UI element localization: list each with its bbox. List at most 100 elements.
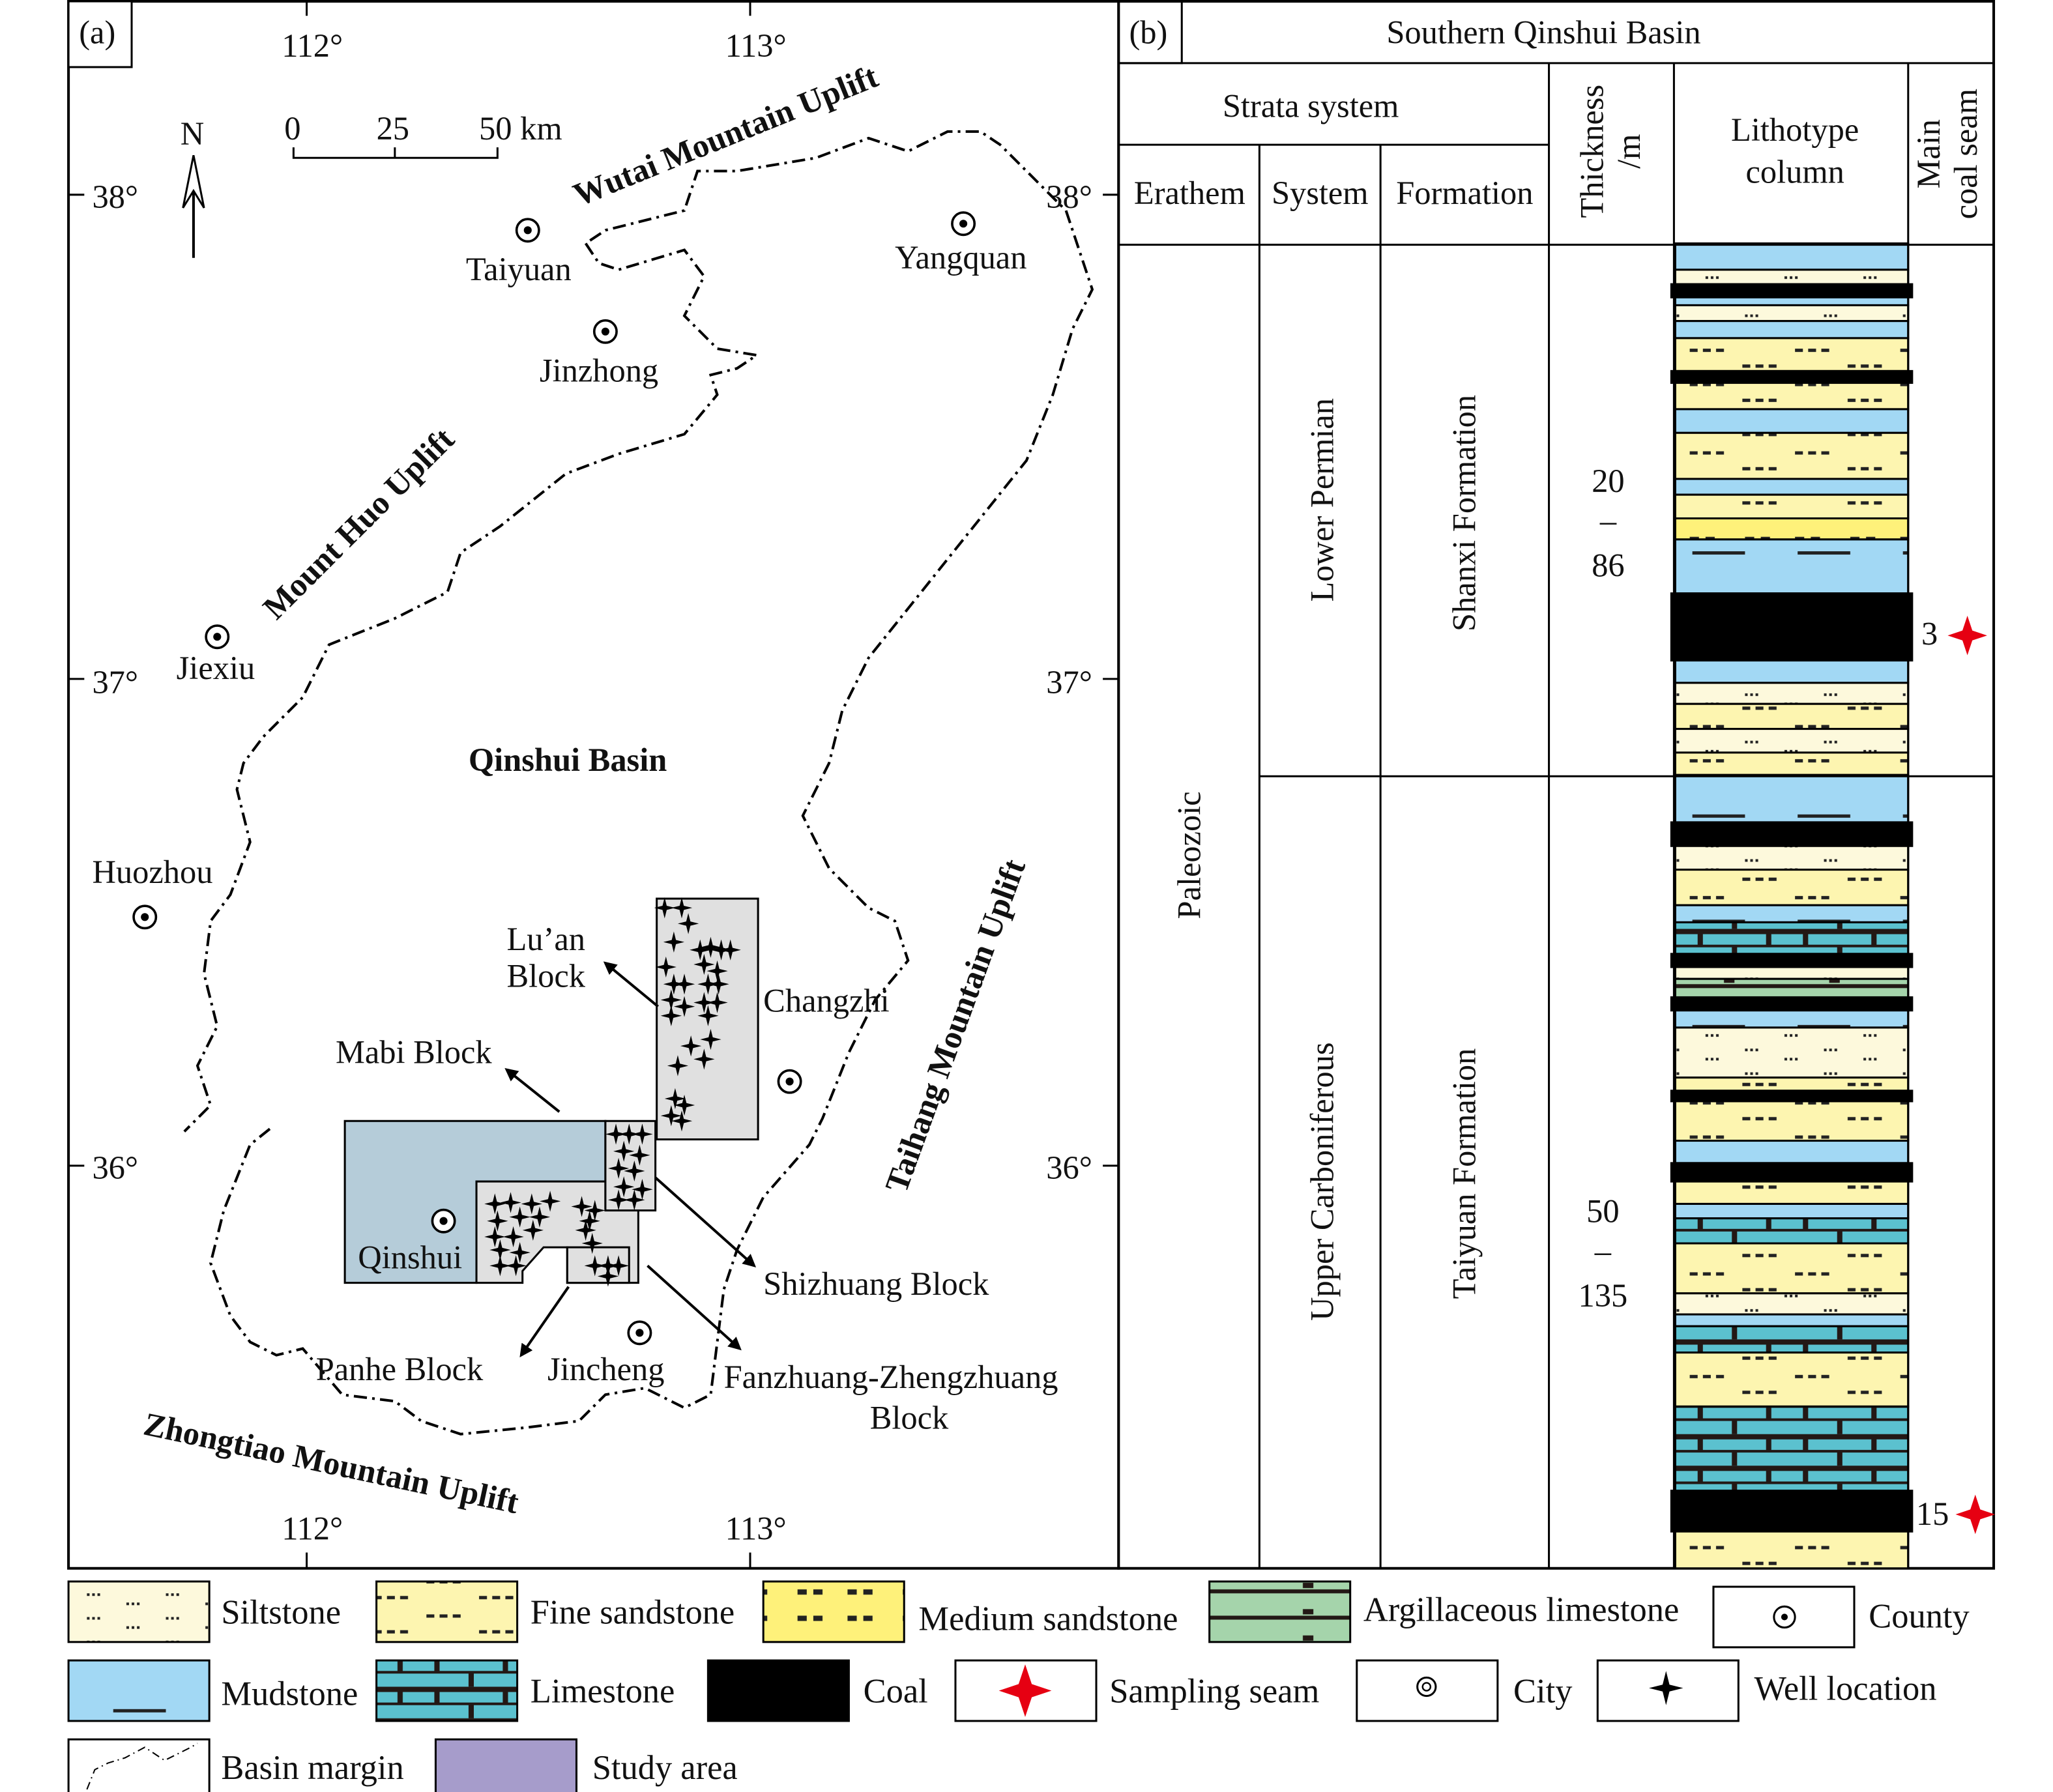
block-arrows bbox=[504, 961, 757, 1357]
legend-fine-sandstone-swatch bbox=[375, 1580, 519, 1643]
panel-a-label: (a) bbox=[79, 14, 115, 51]
panel-b-title: Southern Qinshui Basin bbox=[1386, 14, 1700, 51]
city-marker-jincheng-icon bbox=[627, 1320, 652, 1346]
legend-mudstone-label: Mudstone bbox=[221, 1675, 358, 1713]
lon-tick-top-112: 112° bbox=[282, 27, 343, 64]
basin-margin-line bbox=[183, 130, 1094, 1436]
taiyuan-thickness-max: 135 bbox=[1579, 1277, 1628, 1314]
panel-b-label: (b) bbox=[1129, 14, 1167, 51]
city-marker-jiexiu-icon bbox=[205, 624, 230, 650]
taiyuan-thickness-dash: – bbox=[1594, 1232, 1612, 1269]
lithology-layer-coal bbox=[1670, 996, 1914, 1012]
lithology-layer-coal bbox=[1670, 283, 1914, 298]
lithology-layer-coal bbox=[1670, 1090, 1914, 1103]
lithology-layer-fine-sandstone bbox=[1674, 337, 1910, 372]
legend-siltstone-label: Siltstone bbox=[221, 1594, 341, 1632]
luan-block-label-line2: Block bbox=[506, 957, 585, 994]
lithology-layer-siltstone bbox=[1674, 268, 1910, 285]
fanzhuang-block-label-line1: Fanzhuang-Zhengzhuang bbox=[724, 1359, 1058, 1395]
city-marker-qinshui-icon bbox=[431, 1208, 456, 1234]
basin-label: Qinshui Basin bbox=[469, 742, 667, 778]
lithology-layer-siltstone bbox=[1674, 1026, 1910, 1079]
legend-medium-sandstone-swatch bbox=[762, 1580, 905, 1643]
graticule-ticks bbox=[68, 1, 1119, 1568]
lithology-layer-fine-sandstone bbox=[1674, 1530, 1910, 1570]
legend-fine-sandstone-label: Fine sandstone bbox=[531, 1594, 735, 1632]
system-lower-permian: Lower Permian bbox=[1303, 398, 1340, 602]
city-label-huozhou: Huozhou bbox=[92, 854, 212, 890]
fanzhuang-arrow-icon bbox=[647, 1264, 742, 1351]
lithology-layer-limestone bbox=[1674, 921, 1910, 955]
fanzhuang-block-label-line2: Block bbox=[870, 1400, 949, 1436]
north-arrow-icon: N bbox=[181, 115, 205, 258]
lithology-layer-mudstone bbox=[1674, 478, 1910, 496]
city-marker-yangquan-icon bbox=[951, 211, 976, 237]
seam-15-label: 15 bbox=[1916, 1496, 1949, 1532]
lithotype-header-line1: Lithotype bbox=[1731, 111, 1859, 148]
lithology-layer-fine-sandstone bbox=[1674, 1351, 1910, 1408]
lithology-layer-mudstone bbox=[1674, 904, 1910, 923]
lithology-layer-siltstone bbox=[1674, 845, 1910, 871]
lithology-layer-fine-sandstone bbox=[1674, 1242, 1910, 1295]
city-label-jiexiu: Jiexiu bbox=[177, 650, 255, 686]
lon-tick-bottom-112: 112° bbox=[282, 1510, 343, 1546]
city-marker-jinzhong-icon bbox=[592, 319, 618, 344]
lat-tick-left-36: 36° bbox=[92, 1149, 138, 1186]
system-header: System bbox=[1272, 175, 1369, 211]
lithology-layer-fine-sandstone bbox=[1674, 702, 1910, 730]
lat-tick-right-36: 36° bbox=[1046, 1149, 1092, 1186]
legend-mudstone-swatch bbox=[67, 1659, 211, 1722]
shizhuang-arrow-icon bbox=[654, 1176, 757, 1268]
scale-label-0: 0 bbox=[284, 110, 300, 147]
lithology-layer-fine-sandstone bbox=[1674, 869, 1910, 906]
lithology-layer-coal bbox=[1670, 1162, 1914, 1183]
lithology-layer-mudstone bbox=[1674, 1313, 1910, 1327]
legend-sampling-seam-label: Sampling seam bbox=[1109, 1673, 1319, 1711]
map-panel: (a) 112° 113° 112° 113° 38° 37° 36° 38° … bbox=[67, 0, 1120, 1570]
lithology-layer-limestone bbox=[1674, 1405, 1910, 1492]
lithology-layer-argillaceous-limestone bbox=[1674, 977, 1910, 998]
legend-county-label: County bbox=[1869, 1598, 1970, 1636]
map-frame bbox=[67, 0, 1120, 1570]
city-label-jincheng: Jincheng bbox=[547, 1351, 664, 1387]
legend-medium-sandstone-label: Medium sandstone bbox=[918, 1600, 1178, 1638]
city-label-qinshui: Qinshui bbox=[358, 1239, 462, 1275]
lithology-layer-mudstone bbox=[1674, 538, 1910, 595]
legend-coal-label: Coal bbox=[864, 1673, 928, 1711]
lon-tick-top-113: 113° bbox=[725, 27, 787, 64]
lat-tick-right-37: 37° bbox=[1046, 664, 1092, 701]
shanxi-thickness-max: 86 bbox=[1592, 547, 1624, 583]
taiyuan-thickness-min: 50 bbox=[1586, 1193, 1619, 1230]
city-label-changzhi: Changzhi bbox=[763, 983, 889, 1019]
lithology-layer-mudstone bbox=[1674, 242, 1910, 271]
legend: Siltstone Fine sandstone Medium sandston… bbox=[67, 1580, 1970, 1792]
main-seam-header-line1: Main bbox=[1910, 119, 1947, 189]
lithology-layer-fine-sandstone bbox=[1674, 382, 1910, 411]
lithology-layer-mudstone bbox=[1674, 773, 1910, 824]
formation-shanxi: Shanxi Formation bbox=[1446, 395, 1483, 631]
city-label-jinzhong: Jinzhong bbox=[540, 353, 658, 389]
city-marker-changzhi-icon bbox=[777, 1069, 802, 1094]
lithotype-column bbox=[1670, 242, 1914, 1570]
seam-3-label: 3 bbox=[1921, 615, 1938, 652]
lithology-layer-mudstone bbox=[1674, 408, 1910, 434]
lithology-layer-siltstone bbox=[1674, 1292, 1910, 1316]
scale-label-50: 50 km bbox=[479, 110, 562, 147]
formation-taiyuan: Taiyuan Formation bbox=[1446, 1048, 1483, 1299]
legend-study-area-swatch bbox=[434, 1738, 577, 1792]
main-seam-header-line2: coal seam bbox=[1947, 89, 1984, 219]
scale-label-25: 25 bbox=[377, 110, 409, 147]
city-marker-huozhou-icon bbox=[132, 904, 158, 930]
scale-bar: 0 25 50 km bbox=[284, 110, 562, 159]
table-grid bbox=[1117, 0, 1994, 1568]
north-label: N bbox=[181, 115, 204, 152]
legend-well-location-label: Well location bbox=[1755, 1670, 1937, 1708]
erathem-header: Erathem bbox=[1134, 175, 1245, 211]
lithology-layer-limestone bbox=[1674, 1325, 1910, 1354]
lithology-layer-fine-sandstone bbox=[1674, 751, 1910, 776]
panel-a-label-box bbox=[67, 0, 133, 68]
lithology-layer-coal bbox=[1670, 821, 1914, 847]
city-icon bbox=[1416, 1676, 1437, 1698]
basin-margin-icon bbox=[86, 1742, 198, 1790]
